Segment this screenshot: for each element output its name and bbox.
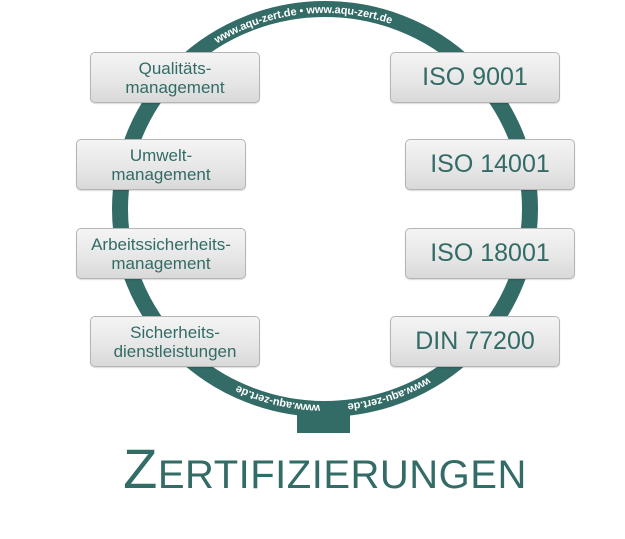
box-qualitaetsmanagement: Qualitäts-management — [90, 52, 260, 103]
box-iso-18001: ISO 18001 — [405, 228, 575, 279]
box-label-line2: dienstleistungen — [113, 341, 237, 361]
box-iso-9001: ISO 9001 — [390, 52, 560, 103]
box-label-line2: management — [125, 77, 225, 97]
box-label-line1: Umwelt- — [129, 145, 193, 165]
title-initial: Z — [123, 437, 158, 500]
page-title: ZERTIFIZIERUNGEN — [0, 436, 625, 501]
box-label-line1: Sicherheits- — [130, 322, 220, 342]
box-label-line2: management — [111, 164, 211, 184]
box-label-line1: Qualitäts- — [138, 58, 212, 78]
ring-text-top: www.aqu-zert.de • www.aqu-zert.de — [212, 4, 394, 47]
box-umweltmanagement: Umwelt-management — [76, 139, 246, 190]
box-label-line1: Arbeitssicherheits- — [91, 234, 231, 254]
title-rest: ERTIFIZIERUNGEN — [157, 453, 527, 497]
box-arbeitssicherheitsmanagement: Arbeitssicherheits-management — [76, 228, 246, 279]
box-din-77200: DIN 77200 — [390, 316, 560, 367]
ring — [112, 1, 538, 417]
box-iso-14001: ISO 14001 — [405, 139, 575, 190]
box-label-line2: management — [111, 253, 211, 273]
box-sicherheitsdienstleistungen: Sicherheits-dienstleistungen — [90, 316, 260, 367]
